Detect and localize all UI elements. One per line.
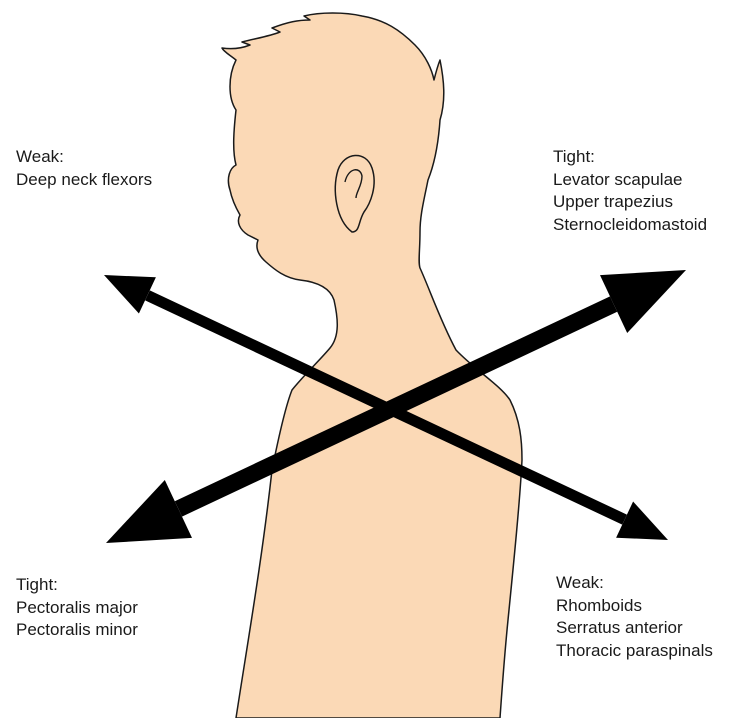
label-item: Levator scapulae xyxy=(553,169,707,192)
label-item: Serratus anterior xyxy=(556,617,713,640)
label-weak-bottom-right: Weak: Rhomboids Serratus anterior Thorac… xyxy=(556,572,713,662)
label-item: Pectoralis major xyxy=(16,597,138,620)
label-title: Weak: xyxy=(16,146,152,169)
arrow-head-bottom-left xyxy=(106,480,192,543)
label-item: Thoracic paraspinals xyxy=(556,640,713,663)
label-item: Rhomboids xyxy=(556,595,713,618)
arrow-head-top-right xyxy=(600,270,686,333)
label-item: Upper trapezius xyxy=(553,191,707,214)
label-item: Deep neck flexors xyxy=(16,169,152,192)
label-item: Pectoralis minor xyxy=(16,619,138,642)
label-weak-top-left: Weak: Deep neck flexors xyxy=(16,146,152,191)
label-title: Tight: xyxy=(16,574,138,597)
label-tight-bottom-left: Tight: Pectoralis major Pectoralis minor xyxy=(16,574,138,642)
label-tight-top-right: Tight: Levator scapulae Upper trapezius … xyxy=(553,146,707,236)
label-title: Tight: xyxy=(553,146,707,169)
label-item: Sternocleidomastoid xyxy=(553,214,707,237)
label-title: Weak: xyxy=(556,572,713,595)
